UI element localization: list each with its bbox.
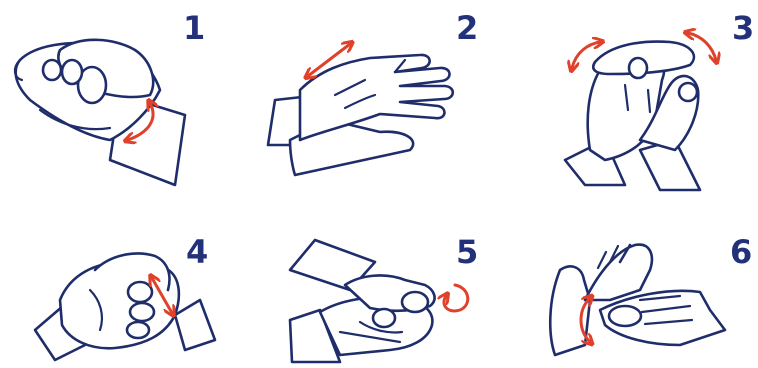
- step-4-illustration: [35, 254, 215, 360]
- step-2-illustration: [268, 55, 453, 175]
- step-1-illustration: [15, 40, 185, 185]
- step-3-illustration: [565, 42, 700, 190]
- step-5-illustration: [290, 240, 435, 362]
- step-5-circular-arrow: [444, 285, 468, 311]
- step-6-illustration: [550, 245, 725, 355]
